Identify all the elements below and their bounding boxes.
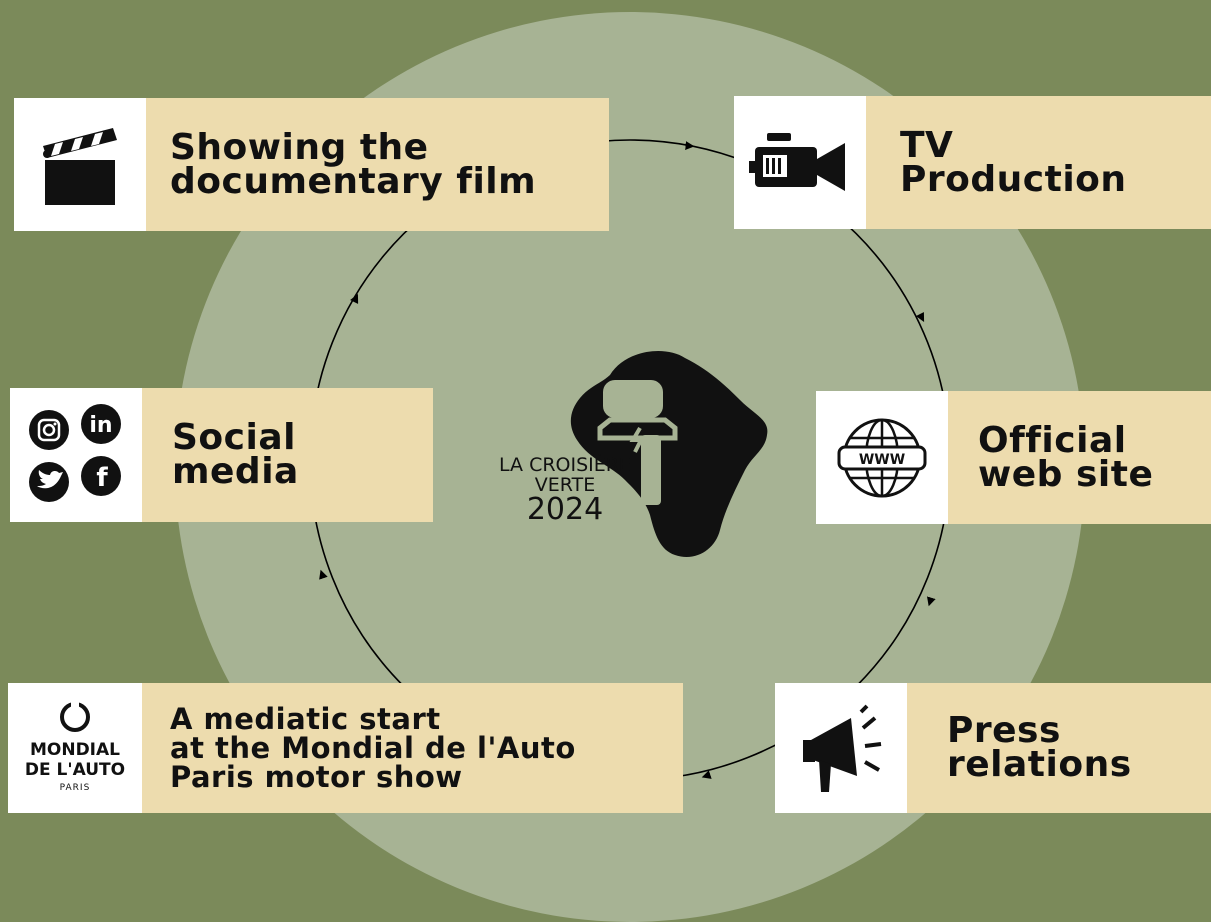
arrow-5 — [319, 569, 328, 580]
step-mondial-start-label: A mediatic start at the Mondial de l'Aut… — [170, 701, 576, 794]
video-camera-icon — [749, 132, 845, 191]
step-social-media-label: Social media — [172, 417, 299, 492]
mondial-logo-icon-box: MONDIAL DE L'AUTO PARIS — [8, 683, 142, 813]
step-tv-production-label: TV Production — [900, 124, 1127, 200]
svg-text:WWW: WWW — [859, 452, 905, 468]
svg-text:in: in — [89, 413, 112, 438]
www-globe-icon: WWW — [837, 418, 927, 497]
step-press-relations-label: Press relations — [947, 710, 1132, 785]
facebook-icon: f — [81, 456, 121, 496]
svg-text:f: f — [96, 463, 108, 493]
step-official-web-site-label: Official web site — [978, 419, 1154, 495]
mondial-logo-line2: DE L'AUTO — [24, 760, 126, 780]
step-social-media: Social media — [142, 388, 433, 522]
step-documentary-film: Showing the documentary film — [146, 98, 609, 231]
social-icons-box: in f — [10, 388, 142, 522]
arrow-6 — [350, 293, 359, 304]
mondial-logo-line1: MONDIAL — [29, 740, 120, 760]
step-mondial-start: A mediatic start at the Mondial de l'Aut… — [142, 683, 683, 813]
step-official-web-site: Official web site — [948, 391, 1211, 524]
twitter-icon — [29, 462, 69, 502]
megaphone-icon-box — [775, 683, 907, 813]
arrow-2 — [915, 311, 925, 322]
mondial-logo-line3: PARIS — [59, 783, 91, 793]
instagram-icon — [29, 410, 69, 450]
step-tv-production: TV Production — [866, 96, 1211, 229]
arrow-3 — [927, 596, 936, 607]
step-press-relations: Press relations — [907, 683, 1211, 813]
www-globe-icon-box: WWW — [816, 391, 948, 524]
clapperboard-icon — [43, 127, 117, 205]
center-title-line1: LA CROISIÈRE — [499, 454, 631, 476]
center-title: LA CROISIÈRE VERTE 2024 — [490, 455, 640, 525]
clapperboard-icon-box — [14, 98, 146, 231]
video-camera-icon-box — [734, 96, 866, 229]
cycle-diagram: LA CROISIÈRE VERTE 2024 Showing the docu… — [8, 12, 1211, 922]
social-icons: in f — [29, 404, 121, 502]
center-title-line2: VERTE — [534, 474, 596, 496]
step-documentary-film-label: Showing the documentary film — [170, 126, 537, 202]
mondial-logo-icon: MONDIAL DE L'AUTO PARIS — [25, 700, 125, 796]
mondial-ring-icon — [59, 701, 90, 732]
linkedin-icon: in — [81, 404, 121, 444]
megaphone-icon — [803, 704, 882, 792]
center-title-line3: 2024 — [526, 492, 604, 527]
africa-car-logo-icon — [570, 351, 768, 558]
